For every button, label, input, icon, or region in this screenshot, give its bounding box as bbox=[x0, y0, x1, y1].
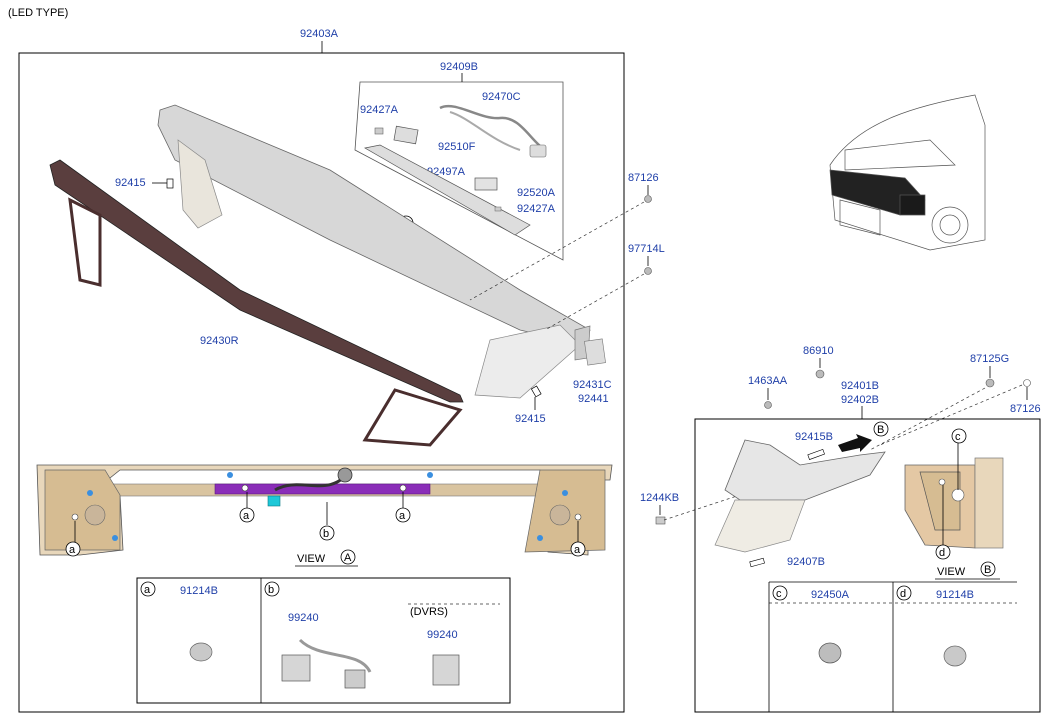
view-a-label: VIEW bbox=[297, 553, 326, 565]
detail-callout-d: d bbox=[900, 588, 906, 600]
view-a-panel-drawing bbox=[36, 464, 613, 556]
part-91214B-detail-d[interactable]: 91214B bbox=[936, 589, 974, 601]
callout-d: d bbox=[939, 547, 945, 559]
part-92402B[interactable]: 92402B bbox=[841, 394, 879, 406]
view-b-label: VIEW bbox=[937, 566, 966, 578]
wiring-harness-drawing bbox=[439, 105, 546, 152]
part-92470C[interactable]: 92470C bbox=[482, 91, 521, 103]
main-assembly-frame bbox=[18, 52, 625, 713]
callout-a-3: a bbox=[69, 544, 76, 556]
rear-combination-lamp-drawing bbox=[714, 439, 886, 553]
bracket-92497a-drawing bbox=[364, 144, 531, 236]
part-92430R[interactable]: 92430R bbox=[200, 335, 239, 347]
part-86910[interactable]: 86910 bbox=[803, 345, 834, 357]
detail-callout-c: c bbox=[776, 588, 782, 600]
connector-drawing bbox=[393, 125, 419, 145]
part-92415-upper[interactable]: 92415 bbox=[115, 177, 146, 189]
view-b-letter: B bbox=[984, 564, 991, 576]
part-92407B[interactable]: 92407B bbox=[787, 556, 825, 568]
dvrs-label: (DVRS) bbox=[410, 606, 448, 618]
grommet-drawing-a bbox=[189, 642, 213, 662]
part-92427A-lower[interactable]: 92427A bbox=[517, 203, 556, 215]
right-assembly-frame bbox=[694, 418, 1041, 713]
part-1244KB[interactable]: 1244KB bbox=[640, 492, 679, 504]
part-87126-right[interactable]: 87126 bbox=[1010, 403, 1041, 415]
part-87126-top[interactable]: 87126 bbox=[628, 172, 659, 184]
part-92427A-upper[interactable]: 92427A bbox=[360, 104, 399, 116]
part-92415B[interactable]: 92415B bbox=[795, 431, 833, 443]
led-type-note: (LED TYPE) bbox=[8, 7, 68, 19]
part-1463AA[interactable]: 1463AA bbox=[748, 375, 788, 387]
part-92450A[interactable]: 92450A bbox=[811, 589, 850, 601]
bulb-socket-drawing bbox=[818, 642, 842, 664]
view-b-drawing bbox=[904, 457, 1004, 549]
dvrs-camera-drawing bbox=[432, 654, 460, 686]
part-92403A[interactable]: 92403A bbox=[300, 28, 339, 40]
vehicle-rear-thumbnail bbox=[829, 94, 986, 251]
callout-c: c bbox=[955, 431, 961, 443]
part-92409B[interactable]: 92409B bbox=[440, 61, 478, 73]
part-92431C[interactable]: 92431C bbox=[573, 379, 612, 391]
part-92441[interactable]: 92441 bbox=[578, 393, 609, 405]
view-a-letter: A bbox=[344, 552, 352, 564]
part-92401B[interactable]: 92401B bbox=[841, 380, 879, 392]
part-99240-detail-b[interactable]: 99240 bbox=[288, 612, 319, 624]
camera-harness-drawing bbox=[298, 638, 372, 673]
part-97714L[interactable]: 97714L bbox=[628, 243, 665, 255]
92409b-subframe bbox=[354, 81, 564, 261]
callout-b: b bbox=[323, 528, 329, 540]
callout-a-1: a bbox=[243, 510, 250, 522]
grommet-drawing-d bbox=[943, 645, 967, 667]
callout-a-2: a bbox=[399, 510, 406, 522]
part-91214B-detail-a[interactable]: 91214B bbox=[180, 585, 218, 597]
callout-a-4: a bbox=[574, 544, 581, 556]
part-87125G[interactable]: 87125G bbox=[970, 353, 1009, 365]
detail-box-ab bbox=[136, 577, 511, 704]
view-b-arrow bbox=[838, 434, 872, 452]
part-99240-dvrs[interactable]: 99240 bbox=[427, 629, 458, 641]
part-92520A[interactable]: 92520A bbox=[517, 187, 556, 199]
detail-callout-b: b bbox=[268, 584, 274, 596]
part-92415-lower[interactable]: 92415 bbox=[515, 413, 546, 425]
detail-callout-a: a bbox=[144, 584, 151, 596]
callout-B-top: B bbox=[877, 424, 884, 436]
garnish-92430r-drawing bbox=[49, 159, 464, 403]
part-92510F[interactable]: 92510F bbox=[438, 141, 476, 153]
